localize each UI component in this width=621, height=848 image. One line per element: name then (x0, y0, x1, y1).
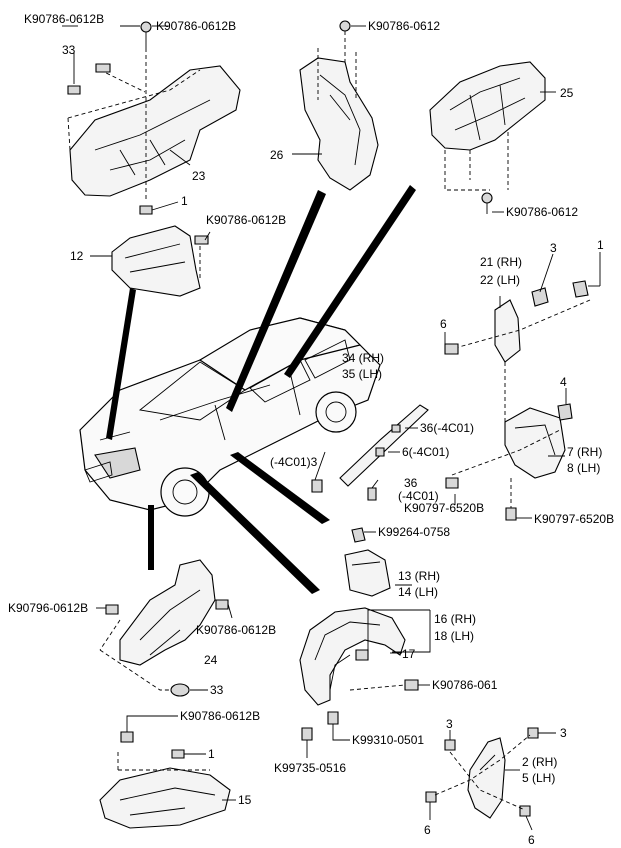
k90786-0612-heatshield: K90786-0612 (506, 205, 578, 219)
part-2-rh: 2 (RH) (522, 755, 557, 769)
vehicle-body (79, 317, 381, 517)
k90786-0612b-top-left-a: K90786-0612B (24, 12, 104, 26)
part-1-c: 1 (208, 747, 215, 761)
k90786-0612b-low: K90786-0612B (180, 709, 260, 723)
part-18-lh: 18 (LH) (434, 629, 474, 643)
part-36-4c01-a: 36(-4C01) (420, 421, 474, 435)
part-36-b: 36 (404, 476, 418, 490)
part-35-lh: 35 (LH) (342, 367, 382, 381)
part-labels: K90786-0612B K90786-0612B 33 23 1 K90786… (8, 12, 614, 847)
part-6-a: 6 (440, 317, 447, 331)
part-5-lh: 5 (LH) (522, 771, 555, 785)
part-16-rh: 16 (RH) (434, 612, 476, 626)
part-22-lh: 22 (LH) (480, 273, 520, 287)
part-3-4c01: (-4C01)3 (270, 455, 318, 469)
part-14-lh: 14 (LH) (398, 585, 438, 599)
part-3-c: 3 (560, 726, 567, 740)
k90786-0612-top: K90786-0612 (368, 19, 440, 33)
part-21-rh: 21 (RH) (480, 255, 522, 269)
bracket-13-14 (344, 527, 391, 597)
part-3-a: 3 (550, 241, 557, 255)
pointer-wedges (106, 185, 416, 594)
k90786-0612b-mid: K90786-0612B (196, 623, 276, 637)
part-8-lh: 8 (LH) (567, 461, 600, 475)
part-4: 4 (560, 375, 567, 389)
part-12: 12 (70, 249, 84, 263)
k90796-0612b: K90796-0612B (8, 601, 88, 615)
part-25: 25 (560, 86, 574, 100)
part-1-b: 1 (597, 238, 604, 252)
undercover-23-assembly (67, 21, 241, 200)
part-6-c: 6 (424, 823, 431, 837)
mud-guard-7-8-assembly (444, 280, 591, 521)
heat-shield-25 (429, 61, 546, 214)
part-4c01-note: (-4C01) (398, 489, 439, 503)
k99310-0501: K99310-0501 (352, 733, 424, 747)
splash-shield-24 (99, 559, 229, 697)
part-34-rh: 34 (RH) (342, 351, 384, 365)
part-6-d: 6 (528, 833, 535, 847)
k90797-6520b-b: K90797-6520B (534, 512, 614, 526)
part-23: 23 (192, 169, 206, 183)
k90786-0612b-top-left-b: K90786-0612B (156, 19, 236, 33)
part-15: 15 (238, 793, 252, 807)
k90786-0612b-bracket: K90786-0612B (206, 213, 286, 227)
mud-flap-2-5 (425, 727, 539, 819)
heat-shield-26 (299, 20, 379, 191)
part-6-4c01: 6(-4C01) (402, 445, 449, 459)
part-1-a: 1 (181, 194, 188, 208)
undercover-15 (99, 731, 231, 829)
k99735-0516: K99735-0516 (274, 761, 346, 775)
bracket-12 (111, 201, 209, 297)
part-33-top: 33 (62, 43, 76, 57)
moulding-34-35 (311, 404, 429, 501)
part-24: 24 (204, 653, 218, 667)
k90786-061: K90786-061 (432, 678, 498, 692)
part-13-rh: 13 (RH) (398, 569, 440, 583)
wheel-liner-16-18 (299, 607, 419, 741)
part-7-rh: 7 (RH) (567, 445, 602, 459)
part-17: 17 (402, 647, 416, 661)
part-33-bottom: 33 (210, 683, 224, 697)
part-26: 26 (270, 148, 284, 162)
part-3-b: 3 (446, 717, 453, 731)
k99264-0758: K99264-0758 (378, 525, 450, 539)
leader-lines (62, 25, 601, 831)
k90797-6520b-a: K90797-6520B (404, 501, 484, 515)
